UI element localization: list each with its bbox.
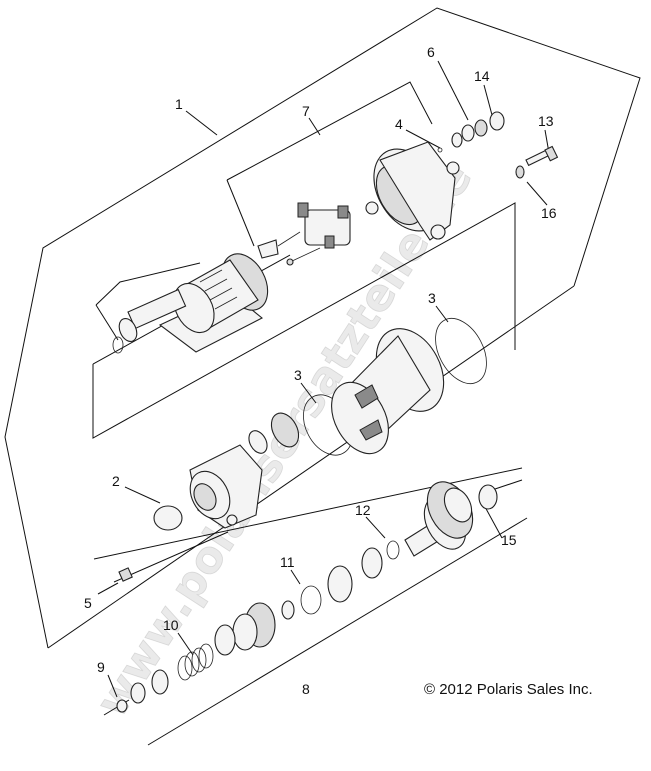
callout-13: 13 [538, 113, 554, 129]
callout-6: 6 [427, 44, 435, 60]
callout-15: 15 [501, 532, 517, 548]
callout-11: 11 [280, 554, 295, 570]
callout-16: 16 [541, 205, 557, 221]
o-ring-upper [435, 318, 487, 384]
callout-8: 8 [302, 681, 310, 697]
callout-5: 5 [84, 595, 92, 611]
armature [118, 253, 269, 353]
through-bolt-5 [118, 567, 133, 582]
armature-bracket [95, 262, 201, 306]
bolt-13 [525, 145, 559, 167]
washer-6b [461, 124, 475, 142]
callout-7: 7 [302, 103, 310, 119]
pin-4 [437, 147, 443, 153]
callout-3-upper: 3 [428, 290, 436, 306]
callout-2: 2 [112, 473, 120, 489]
assembly-outline-1 [4, 7, 641, 649]
end-cap-housing [365, 141, 460, 241]
washer-large [361, 547, 383, 579]
plug-2 [153, 505, 183, 531]
drive-gear-shaft [404, 481, 474, 557]
nut-14 [489, 111, 505, 131]
drive-group-bracket [147, 517, 528, 746]
ring-12 [386, 540, 400, 560]
brush-holder [257, 202, 351, 266]
callout-12: 12 [355, 502, 371, 518]
pinion-gear [232, 602, 276, 651]
callout-4: 4 [395, 116, 403, 132]
callout-3-lower: 3 [294, 367, 302, 383]
field-frame [331, 328, 445, 455]
copyright-notice: © 2012 Polaris Sales Inc. [424, 681, 593, 698]
snap-ring [112, 336, 124, 354]
clip-9 [116, 699, 128, 713]
front-housing [189, 444, 263, 529]
bearing [270, 412, 300, 448]
washer-6a [451, 132, 463, 148]
spring-10 [177, 643, 214, 681]
retainer [327, 565, 353, 603]
nut-6 [474, 119, 488, 137]
callout-9: 9 [97, 659, 105, 675]
callout-1: 1 [175, 96, 183, 112]
washer-15 [478, 484, 498, 510]
washer-16 [515, 165, 525, 179]
brush-group-bracket [226, 81, 433, 181]
ring-11 [300, 585, 322, 615]
callout-14: 14 [474, 68, 490, 84]
callout-10: 10 [163, 617, 179, 633]
